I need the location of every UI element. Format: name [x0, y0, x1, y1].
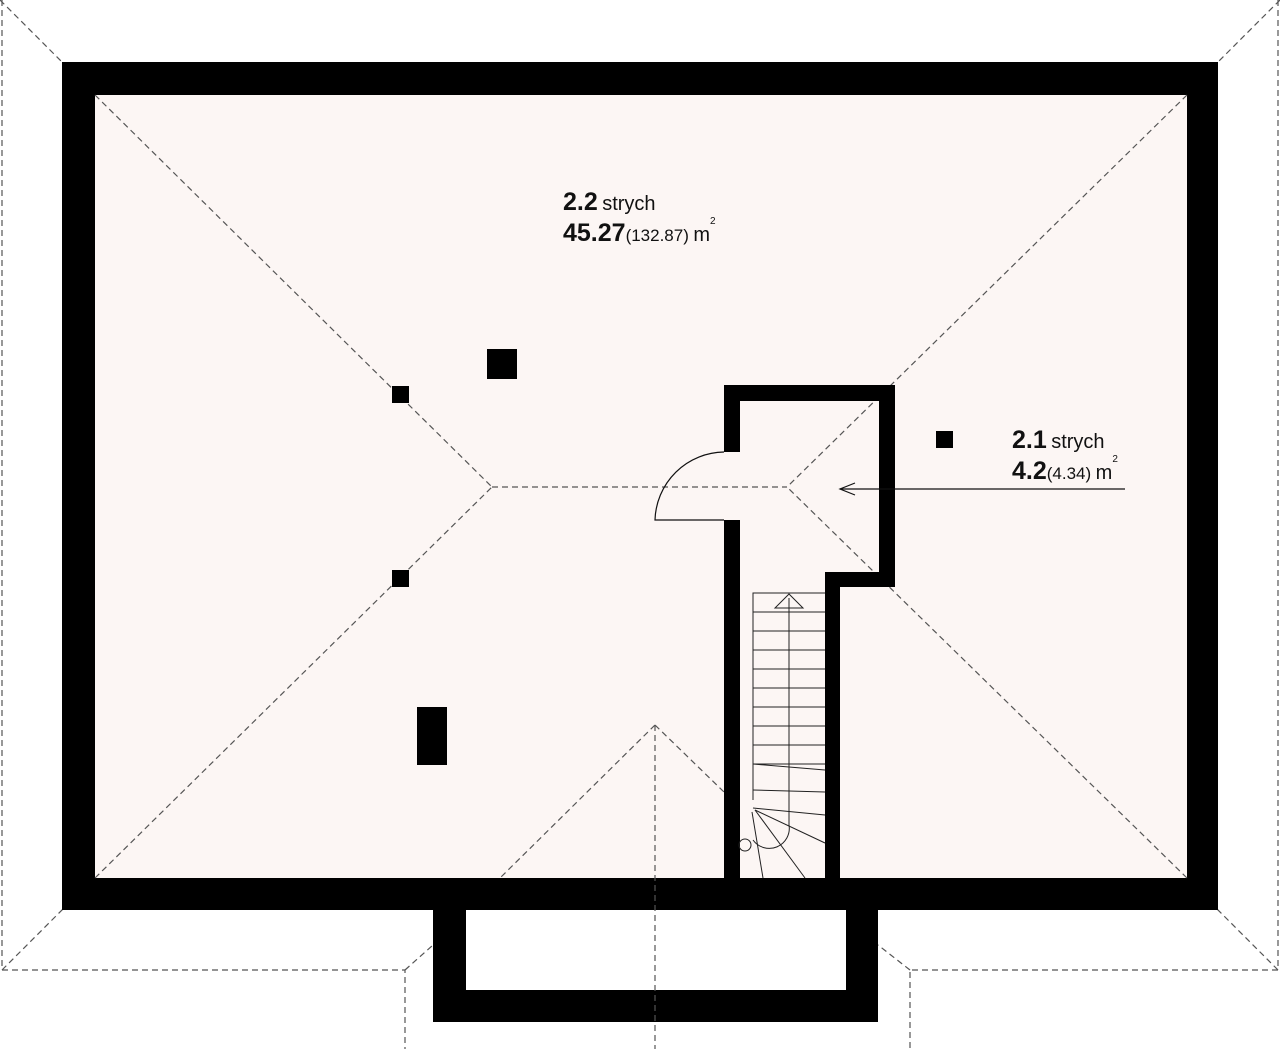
room-number: 2.1	[1012, 426, 1047, 454]
room-number: 2.2	[563, 188, 598, 216]
room-label-2-1: 2.1 strych 4.2(4.34) m2	[1012, 428, 1118, 484]
room-label-2-2: 2.2 strych 45.27(132.87) m2	[563, 190, 716, 246]
area-unit-exp: 2	[710, 216, 716, 227]
door-swing	[654, 451, 725, 521]
area-unit: m	[693, 224, 711, 246]
area-unit-exp: 2	[1112, 454, 1118, 465]
room-area: 45.27	[563, 219, 626, 247]
room-area-total: (132.87)	[625, 226, 689, 245]
chimneys	[392, 349, 953, 765]
area-unit: m	[1095, 462, 1113, 484]
bay-floor	[466, 910, 846, 990]
stair-hall-walls	[724, 385, 895, 880]
staircase	[738, 592, 826, 879]
room-name: strych	[1051, 431, 1105, 453]
floor-room-2-2	[95, 95, 1187, 878]
room-area: 4.2	[1012, 457, 1047, 485]
room-area-total: (4.34)	[1046, 464, 1092, 483]
leader-line	[838, 482, 1125, 496]
roof-ridge-lines	[94, 94, 1188, 1049]
room-name: strych	[602, 193, 656, 215]
